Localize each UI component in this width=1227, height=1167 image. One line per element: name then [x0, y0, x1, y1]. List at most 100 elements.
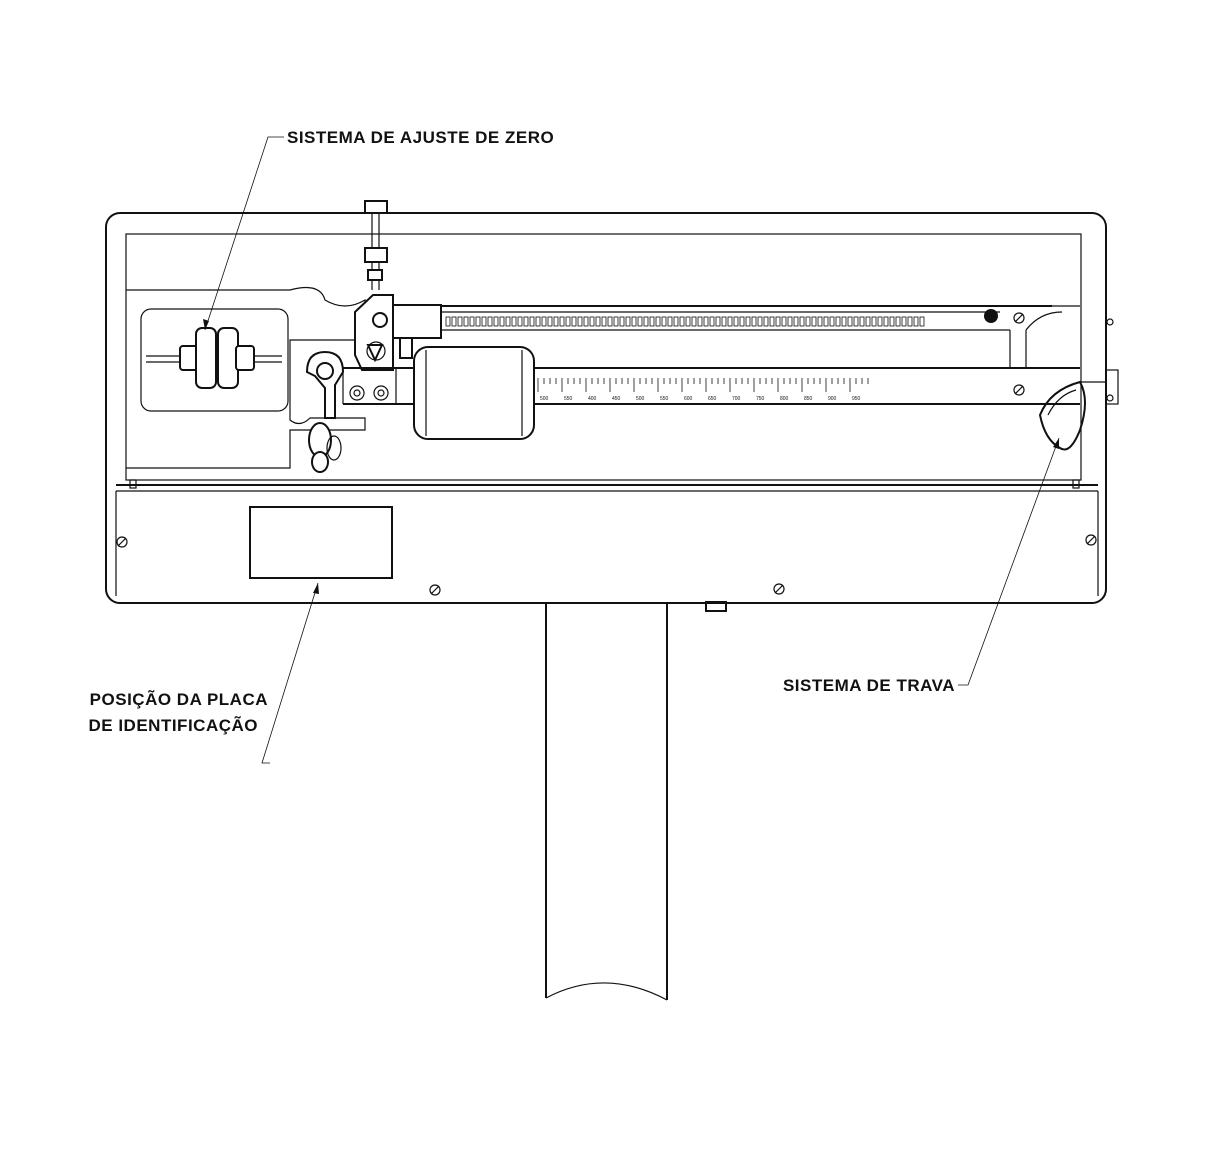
upper-scale-notch — [727, 316, 733, 327]
upper-scale-notch — [451, 316, 457, 327]
upper-scale-notch — [799, 316, 805, 327]
upper-scale-notch — [859, 316, 865, 327]
upper-scale-notch — [877, 316, 883, 327]
upper-scale-notch — [715, 316, 721, 327]
upper-scale-notch — [457, 316, 463, 327]
upper-scale-notch — [463, 316, 469, 327]
upper-beam — [441, 305, 1080, 368]
upper-scale-notch — [787, 316, 793, 327]
upper-scale-notch — [523, 316, 529, 327]
upper-scale-notch — [739, 316, 745, 327]
lower-scale-tick-label: 400 — [588, 396, 597, 402]
upper-poise-weight — [984, 309, 998, 323]
upper-scale-notch — [865, 316, 871, 327]
upper-scale-notch — [595, 316, 601, 327]
upper-scale-notch — [847, 316, 853, 327]
label-id-plate-line1: POSIÇÃO DA PLACA — [90, 689, 268, 709]
screw-icon — [1085, 534, 1097, 546]
lower-scale-tick-label: 750 — [756, 396, 765, 402]
upper-scale-notch — [673, 316, 679, 327]
lower-scale-tick-label: 800 — [780, 396, 789, 402]
upper-scale-notch — [805, 316, 811, 327]
upper-scale-notch — [781, 316, 787, 327]
upper-scale-notch — [685, 316, 691, 327]
upper-scale-notch — [511, 316, 517, 327]
upper-scale-notch — [709, 316, 715, 327]
lower-scale-tick-label: 600 — [684, 396, 693, 402]
pivot-assembly — [305, 213, 442, 473]
label-lock-system: SISTEMA DE TRAVA — [783, 676, 955, 695]
upper-scale-notch — [583, 316, 589, 327]
upper-scale-notch — [661, 316, 667, 327]
lower-scale-tick-label: 650 — [708, 396, 717, 402]
identification-plate — [249, 506, 393, 579]
upper-scale-notch — [643, 316, 649, 327]
upper-scale-notch — [571, 316, 577, 327]
upper-scale-notch — [895, 316, 901, 327]
upper-scale-notch — [487, 316, 493, 327]
upper-scale-notch — [757, 316, 763, 327]
upper-scale-notch — [547, 316, 553, 327]
lower-scale-tick-label: 700 — [732, 396, 741, 402]
upper-scale-notch — [637, 316, 643, 327]
lower-scale-tick-label: 850 — [804, 396, 813, 402]
upper-scale-notch — [703, 316, 709, 327]
upper-scale-notch — [907, 316, 913, 327]
upper-scale-notch — [697, 316, 703, 327]
upper-scale-notch — [535, 316, 541, 327]
upper-scale-notch — [529, 316, 535, 327]
upper-scale-notch — [829, 316, 835, 327]
upper-scale-notch — [901, 316, 907, 327]
lower-scale-tick-label: 500 — [540, 396, 549, 402]
label-zero-adjust-system: SISTEMA DE AJUSTE DE ZERO — [287, 128, 554, 147]
lower-beam-scale — [537, 378, 869, 392]
upper-scale-notch — [871, 316, 877, 327]
lower-scale-tick-label: 550 — [660, 396, 669, 402]
upper-scale-notch — [613, 316, 619, 327]
label-id-plate-line2: DE IDENTIFICAÇÃO — [89, 715, 259, 735]
lock-mechanism — [1038, 380, 1106, 451]
upper-scale-notch — [445, 316, 451, 327]
upper-scale-notch — [589, 316, 595, 327]
upper-scale-notch — [655, 316, 661, 327]
poise-weight — [413, 346, 535, 440]
upper-scale-notch — [505, 316, 511, 327]
upper-scale-notch — [517, 316, 523, 327]
lower-scale-tick-label: 500 — [636, 396, 645, 402]
leader-lines — [203, 136, 1060, 764]
upper-scale-notch — [835, 316, 841, 327]
upper-scale-notch — [565, 316, 571, 327]
upper-scale-notch — [469, 316, 475, 327]
upper-scale-notch — [607, 316, 613, 327]
lower-scale-tick-label: 900 — [828, 396, 837, 402]
housing-screws — [116, 312, 1097, 596]
upper-beam-scale — [445, 316, 925, 327]
upper-scale-notch — [619, 316, 625, 327]
upper-scale-notch — [493, 316, 499, 327]
upper-scale-notch — [823, 316, 829, 327]
screw-icon — [773, 583, 785, 595]
upper-scale-notch — [631, 316, 637, 327]
upper-scale-notch — [721, 316, 727, 327]
upper-scale-notch — [811, 316, 817, 327]
upper-scale-notch — [913, 316, 919, 327]
scale-housing — [105, 200, 1119, 604]
screw-icon — [429, 584, 441, 596]
screw-icon — [1013, 312, 1025, 324]
upper-scale-notch — [667, 316, 673, 327]
upper-scale-notch — [751, 316, 757, 327]
upper-scale-notch — [763, 316, 769, 327]
upper-scale-notch — [679, 316, 685, 327]
lower-scale-tick-label: 450 — [612, 396, 621, 402]
lower-scale-tick-label: 550 — [564, 396, 573, 402]
upper-scale-notch — [577, 316, 583, 327]
upper-scale-notch — [691, 316, 697, 327]
upper-scale-notch — [625, 316, 631, 327]
upper-scale-notch — [775, 316, 781, 327]
upper-scale-notch — [649, 316, 655, 327]
zero-adjust-mechanism — [126, 287, 366, 469]
upper-scale-notch — [817, 316, 823, 327]
